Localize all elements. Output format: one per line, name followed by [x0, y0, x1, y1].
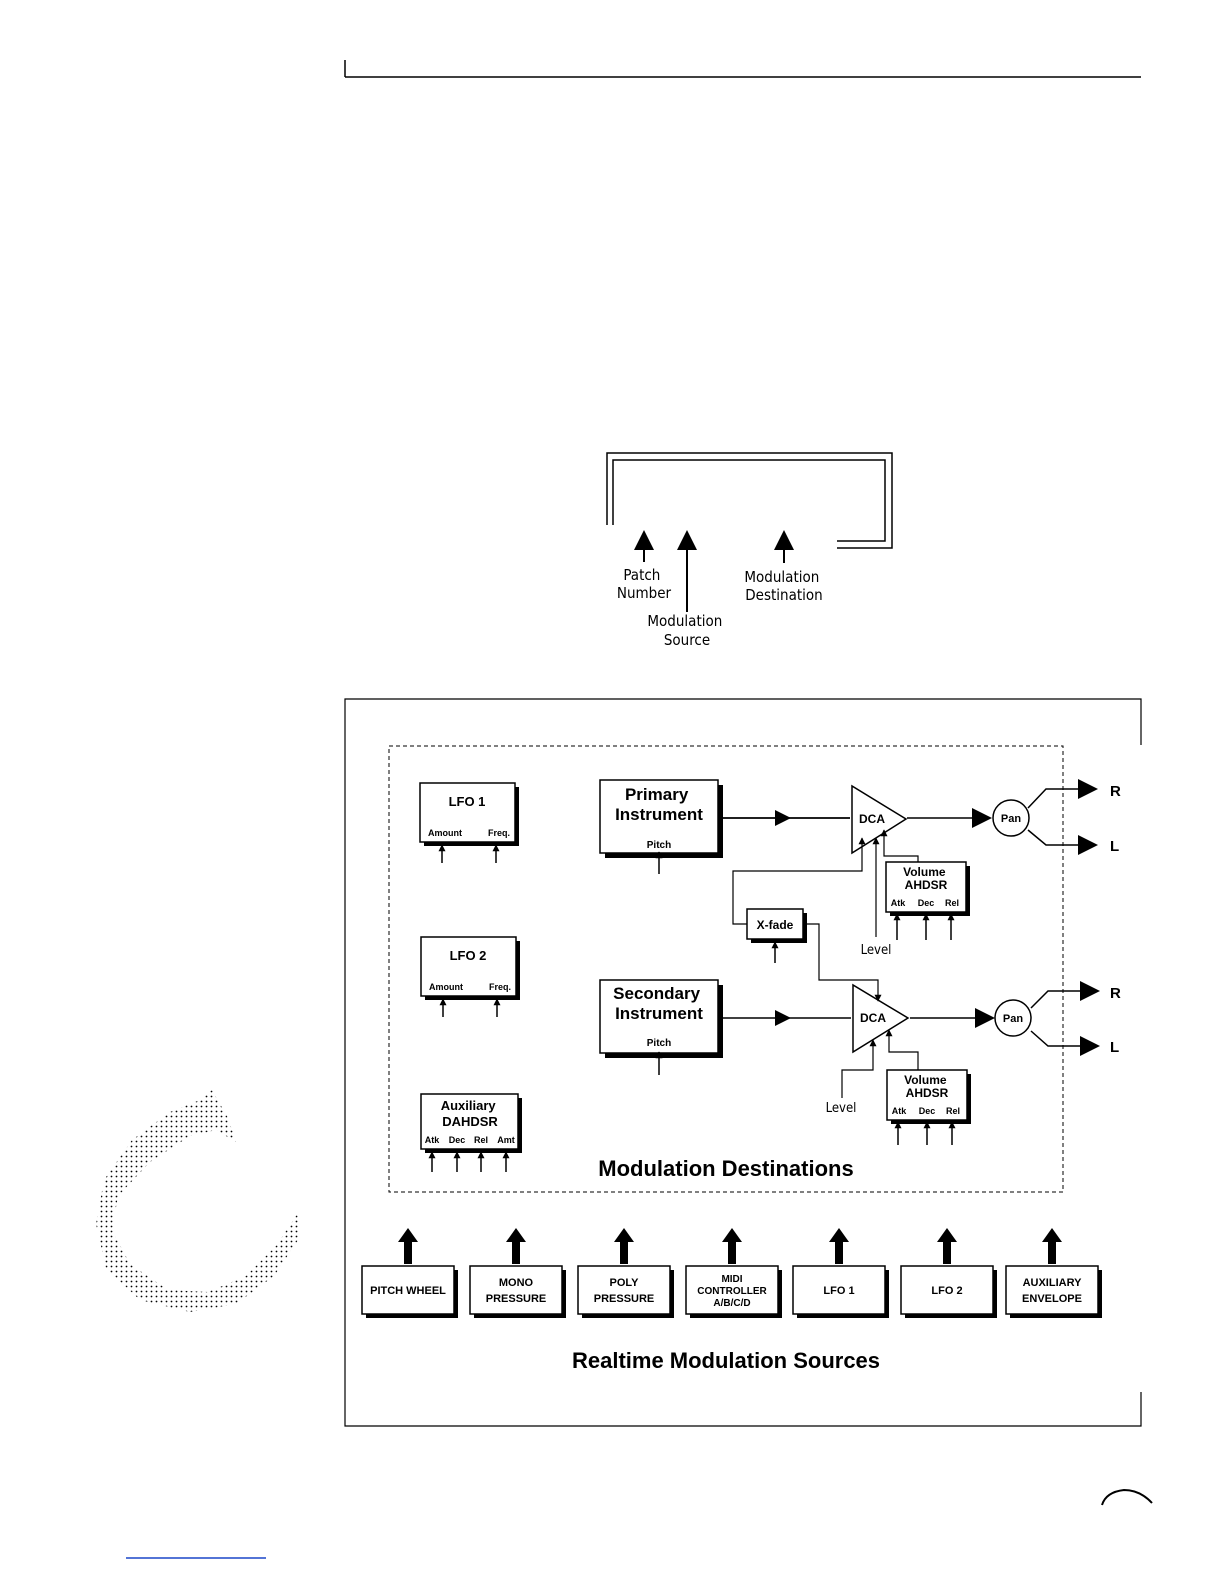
- volume-bottom-rel: Rel: [946, 1106, 960, 1116]
- lfo1-amount-label: Amount: [428, 828, 462, 838]
- modulation-diagram: LFO 1 Amount Freq. LFO 2 Amount Freq.: [344, 698, 1142, 1427]
- lfo2-block: LFO 2 Amount Freq.: [420, 936, 520, 1017]
- dca-top-label: DCA: [859, 812, 885, 826]
- modulation-destinations-label: Modulation Destinations: [598, 1156, 853, 1181]
- xfade-label: X-fade: [757, 918, 794, 932]
- source-arrow-4: [728, 1238, 736, 1264]
- page-header-rule: [344, 60, 1141, 78]
- primary-instrument-block: Primary Instrument Pitch: [599, 779, 723, 874]
- modulation-source-label: Modulation Source: [647, 612, 726, 649]
- xfade-block: X-fade: [746, 908, 807, 963]
- source-arrow-2: [512, 1238, 520, 1264]
- realtime-modulation-sources-label: Realtime Modulation Sources: [572, 1348, 880, 1373]
- aux-rel-label: Rel: [474, 1135, 488, 1145]
- dca-top: DCA: [851, 784, 908, 855]
- destinations-dashed-frame: [388, 745, 1064, 1193]
- volume-envelope-bottom: Volume AHDSR Atk Dec Rel: [886, 1069, 971, 1145]
- lfo2-title: LFO 2: [450, 948, 487, 963]
- secondary-instrument-title: Secondary Instrument: [613, 984, 705, 1023]
- output-l-bottom: L: [1110, 1039, 1119, 1056]
- volume-bottom-dec: Dec: [919, 1106, 936, 1116]
- modulation-destination-label: Modulation Destination: [744, 568, 823, 604]
- aux-envelope-block: Auxiliary DAHDSR Atk Dec Rel Amt: [420, 1093, 522, 1172]
- chapter-decoration-dotted-shape: [96, 1090, 300, 1312]
- volume-top-atk: Atk: [891, 898, 906, 908]
- pan-bottom-label: Pan: [1003, 1013, 1023, 1025]
- pan-bottom: Pan: [994, 999, 1032, 1037]
- primary-pitch-label: Pitch: [647, 840, 671, 851]
- page-corner-mark: [1101, 1488, 1153, 1506]
- source-arrow-7: [1048, 1238, 1056, 1264]
- aux-amt-label: Amt: [497, 1135, 515, 1145]
- dca-bottom-label: DCA: [860, 1011, 886, 1025]
- source-box-5: LFO 1: [792, 1228, 889, 1318]
- primary-instrument-title: Primary Instrument: [615, 785, 703, 824]
- lfo1-freq-label: Freq.: [488, 828, 510, 838]
- source-box-1: PITCH WHEEL: [361, 1228, 458, 1318]
- volume-envelope-top: Volume AHDSR Atk Dec Rel: [885, 861, 970, 940]
- source-arrow-1: [404, 1238, 412, 1264]
- volume-top-rel: Rel: [945, 898, 959, 908]
- volume-bottom-atk: Atk: [892, 1106, 907, 1116]
- volume-envelope-bottom-title: Volume AHDSR: [904, 1073, 950, 1100]
- lfo2-freq-label: Freq.: [489, 982, 511, 992]
- source-arrow-5: [835, 1238, 843, 1264]
- secondary-pitch-label: Pitch: [647, 1038, 671, 1049]
- lcd-display-frame: [606, 452, 893, 549]
- diagram-outer-frame: [344, 698, 1142, 1427]
- source-arrow-6: [943, 1238, 951, 1264]
- dca-bottom: DCA: [852, 983, 910, 1054]
- pan-top: Pan: [992, 799, 1030, 837]
- aux-dec-label: Dec: [449, 1135, 466, 1145]
- aux-atk-label: Atk: [425, 1135, 440, 1145]
- control-wiring: [732, 829, 919, 1098]
- lfo1-block: LFO 1 Amount Freq.: [419, 782, 519, 863]
- aux-envelope-title: Auxiliary DAHDSR: [441, 1098, 500, 1129]
- volume-envelope-top-title: Volume AHDSR: [903, 865, 949, 892]
- level-label-bottom: Level: [826, 1101, 857, 1116]
- secondary-instrument-block: Secondary Instrument Pitch: [599, 979, 723, 1075]
- lfo2-amount-label: Amount: [429, 982, 463, 992]
- source-box-6: LFO 2: [900, 1228, 997, 1318]
- source-arrow-3: [620, 1238, 628, 1264]
- lcd-display-callout: Patch Number Modulation Source Modulatio…: [606, 452, 893, 649]
- patch-number-label: Patch Number: [617, 566, 672, 602]
- level-label-top: Level: [861, 943, 892, 958]
- output-r-bottom: R: [1110, 985, 1121, 1002]
- output-l-top: L: [1110, 838, 1119, 855]
- pan-top-label: Pan: [1001, 813, 1021, 825]
- source-label-6: LFO 2: [931, 1285, 962, 1297]
- volume-top-dec: Dec: [918, 898, 935, 908]
- source-label-5: LFO 1: [823, 1285, 854, 1297]
- lfo1-title: LFO 1: [449, 794, 486, 809]
- signal-path-lines: [718, 779, 1100, 1056]
- output-r-top: R: [1110, 783, 1121, 800]
- source-label-1: PITCH WHEEL: [370, 1285, 446, 1297]
- lcd-callout-arrows: [634, 530, 794, 612]
